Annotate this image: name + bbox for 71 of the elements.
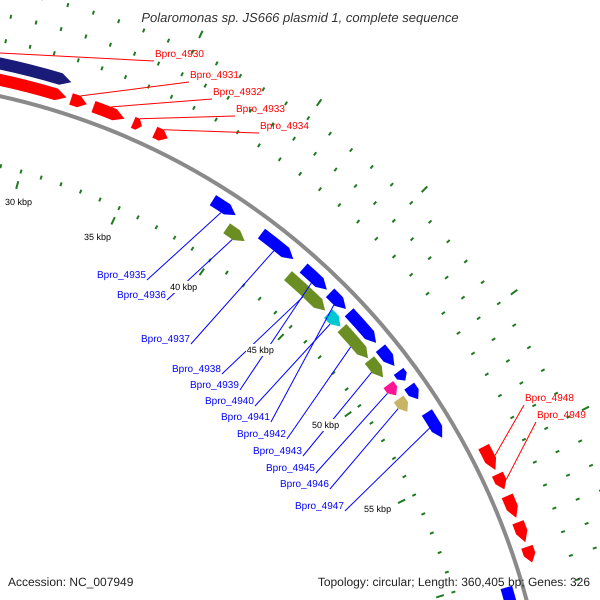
scale-label: 35 kbp <box>82 231 112 244</box>
leader-line <box>270 304 334 422</box>
leader-line <box>110 98 212 108</box>
gene-label: Bpro_4946 <box>280 479 329 491</box>
gene-label: Bpro_4932 <box>213 87 262 99</box>
leader-line <box>506 422 536 480</box>
leader-line <box>494 404 524 456</box>
gene-label: Bpro_4933 <box>236 104 285 116</box>
gene-label: Bpro_4941 <box>221 412 270 424</box>
gene-label: Bpro_4930 <box>155 49 204 61</box>
leader-line <box>163 129 260 134</box>
gene-feature <box>338 324 368 358</box>
scale-label: 50 kbp <box>311 418 340 431</box>
gene-label: Bpro_4942 <box>237 429 286 441</box>
gene-label: Bpro_4940 <box>205 396 254 408</box>
gene-feature <box>492 472 506 490</box>
leader-line <box>139 116 236 120</box>
gene-label: Bpro_4935 <box>97 270 146 282</box>
chart-title: Polaromonas sp. JS666 plasmid 1, complete sequence <box>140 10 460 26</box>
scale-label: 55 kbp <box>363 503 392 516</box>
scale-label: 30 kbp <box>4 196 34 208</box>
gene-feature <box>384 380 398 396</box>
gene-label: Bpro_4934 <box>260 121 309 133</box>
gene-feature <box>69 93 87 108</box>
leader-line <box>239 282 312 390</box>
gene-feature <box>521 544 536 563</box>
leader-line <box>146 212 222 280</box>
gene-label: Bpro_4945 <box>266 463 315 475</box>
scale-label: 40 kbp <box>169 280 198 293</box>
gene-feature <box>210 195 236 216</box>
gene-feature <box>422 409 442 438</box>
leader-line <box>329 408 399 490</box>
leader-line <box>0 50 154 62</box>
gene-label: Bpro_4943 <box>253 446 302 458</box>
leader-line <box>344 428 430 512</box>
leader-line <box>254 324 331 406</box>
gene-feature <box>394 396 408 412</box>
gene-label: Bpro_4947 <box>295 501 344 513</box>
gene-feature <box>344 308 376 343</box>
gene-label: Bpro_4948 <box>525 393 574 405</box>
gene-feature <box>512 520 528 542</box>
gene-feature <box>91 101 124 120</box>
gene-label: Bpro_4937 <box>141 334 190 346</box>
gene-feature <box>152 126 168 141</box>
gene-label: Bpro_4938 <box>172 364 221 376</box>
gene-label: Bpro_4931 <box>190 70 239 82</box>
gene-feature <box>300 264 327 290</box>
topology-text: Topology: circular; Length: 360,405 bp; Genes: 326 <box>318 575 590 589</box>
leader-line <box>80 82 190 96</box>
leader-line <box>315 392 388 474</box>
gene-feature <box>376 344 394 366</box>
gene-feature <box>478 444 496 470</box>
leader-line <box>302 372 372 456</box>
accession-text: Accession: NC_007949 <box>8 575 134 589</box>
leader-line <box>190 250 274 344</box>
gene-feature <box>324 309 340 326</box>
gene-feature <box>364 356 384 378</box>
gene-feature <box>326 288 346 309</box>
gene-feature <box>404 382 419 400</box>
gene-label: Bpro_4949 <box>537 410 586 422</box>
leader-line <box>221 296 304 374</box>
gene-feature <box>130 116 142 130</box>
gene-feature <box>284 271 326 310</box>
gene-feature <box>394 368 407 381</box>
gene-feature <box>258 228 294 260</box>
scale-label: 45 kbp <box>246 344 275 356</box>
gene-label: Bpro_4939 <box>190 380 239 392</box>
gene-feature <box>502 494 518 518</box>
leader-line <box>286 346 352 440</box>
gene-feature <box>223 223 245 242</box>
gene-label: Bpro_4936 <box>117 290 166 302</box>
